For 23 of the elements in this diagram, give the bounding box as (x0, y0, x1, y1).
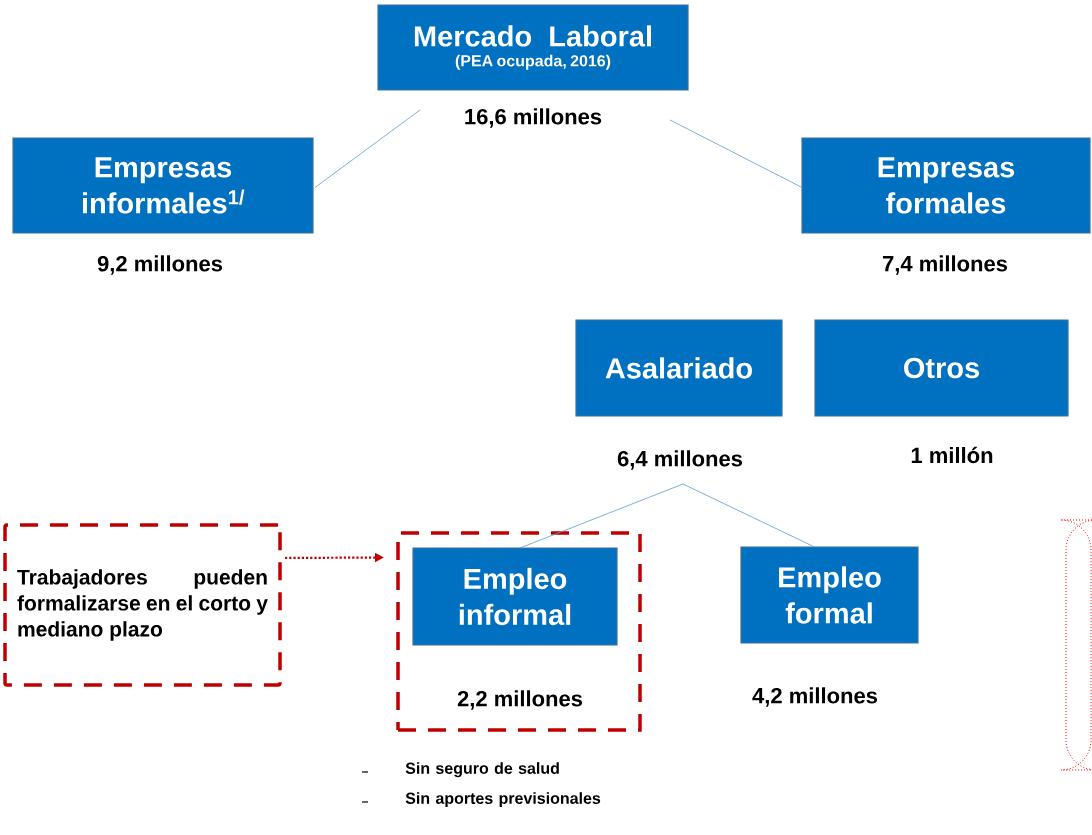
dotted-frame (1060, 519, 1092, 771)
process-box: Mercado Laboral (PEA ocupada, 2016) (377, 4, 689, 91)
connector-line (682, 483, 815, 548)
process-box: Empleo informal (412, 547, 618, 646)
process-box: Empleo formal (740, 546, 919, 644)
value-text: 4,2 millones (752, 687, 878, 707)
value-text: 7,4 millones (883, 255, 1008, 275)
value-text: 9,2 millones (97, 255, 223, 275)
bullet-text: Sin aportes previsionales (405, 792, 601, 808)
connector-line (669, 119, 803, 188)
process-box: Empresas informales$^{1/}$ (12, 137, 314, 234)
dashed-frame (396, 531, 642, 732)
value-text: 16,6 millones (465, 108, 602, 128)
value-text: 1 millón (911, 446, 993, 464)
connector-line (519, 483, 684, 549)
value-text: 6,4 millones (617, 450, 743, 470)
process-box: Otros (814, 319, 1069, 417)
note-box: Trabajadores pueden formalizarse en el corto y mediano plazo (3, 523, 282, 687)
value-text: 2,2 millones (457, 690, 583, 710)
connector-line (314, 109, 421, 188)
process-box: Asalariado (575, 319, 783, 417)
bullet-text: Sin seguro de salud (405, 762, 559, 778)
process-box: Empresas formales (801, 137, 1091, 234)
